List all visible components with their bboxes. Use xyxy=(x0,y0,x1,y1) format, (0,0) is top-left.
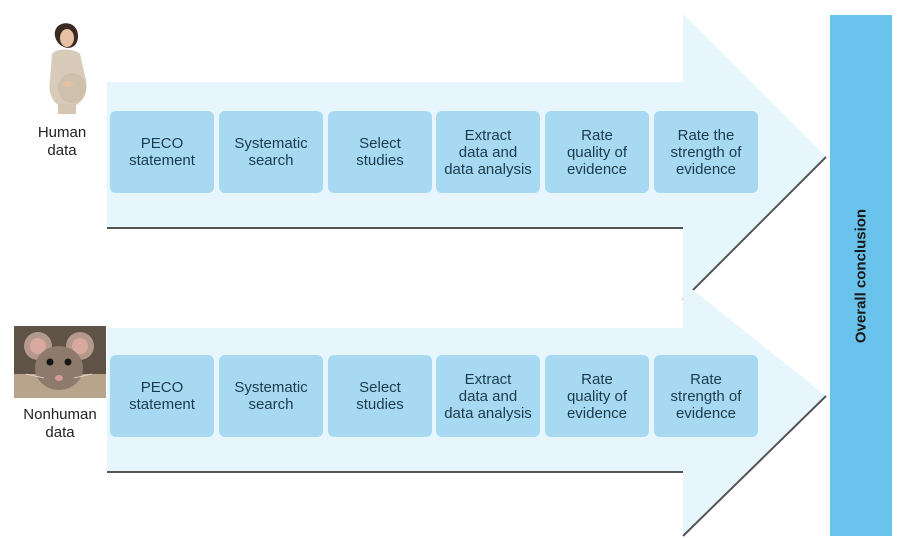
human-step-select-studies: Select studies xyxy=(328,111,432,193)
nonhuman-step-select-studies: Select studies xyxy=(328,355,432,437)
nonhuman-step-systematic-search: Systematic search xyxy=(219,355,323,437)
nonhuman-arrow-lower-edge xyxy=(682,395,827,537)
overall-conclusion-label: Overall conclusion xyxy=(852,208,870,343)
human-step-rate-strength: Rate the strength of evidence xyxy=(654,111,758,193)
nonhuman-step-rate-strength: Rate strength of evidence xyxy=(654,355,758,437)
human-step-extract-data: Extract data and data analysis xyxy=(436,111,540,193)
nonhuman-step-rate-quality: Rate quality of evidence xyxy=(545,355,649,437)
human-data-label: Human data xyxy=(37,124,87,159)
mouse-photo xyxy=(14,326,106,398)
nonhuman-step-peco-statement: PECO statement xyxy=(110,355,214,437)
human-arrow-lower-edge xyxy=(682,156,827,301)
pregnant-woman-photo xyxy=(38,22,98,114)
nonhuman-step-extract-data: Extract data and data analysis xyxy=(436,355,540,437)
human-step-peco-statement: PECO statement xyxy=(110,111,214,193)
overall-conclusion-box: Overall conclusion xyxy=(830,15,892,536)
human-step-rate-quality: Rate quality of evidence xyxy=(545,111,649,193)
nonhuman-data-label: Nonhuman data xyxy=(23,406,97,441)
human-step-systematic-search: Systematic search xyxy=(219,111,323,193)
